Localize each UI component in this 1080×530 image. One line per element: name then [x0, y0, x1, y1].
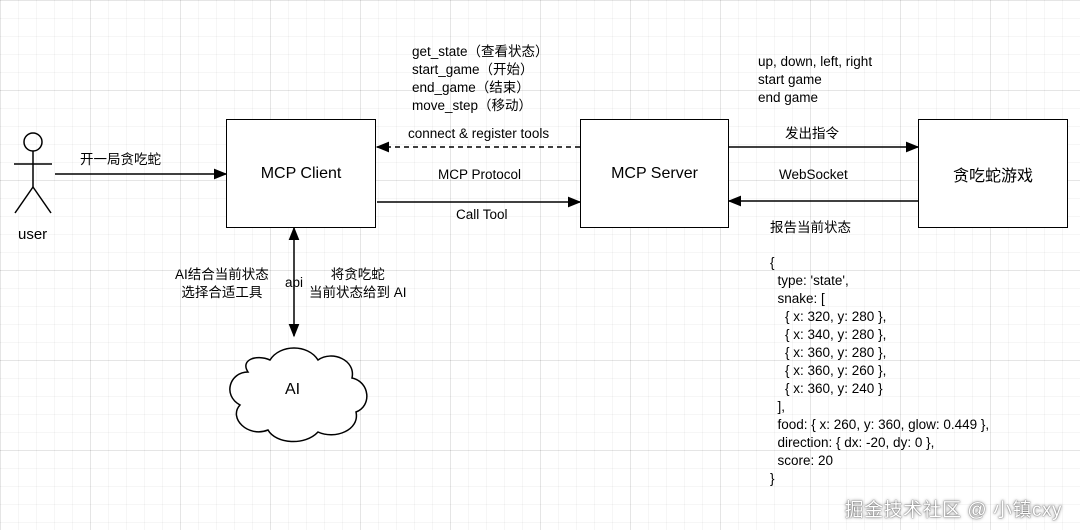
mcp-server-label: MCP Server	[611, 164, 698, 182]
mcp-protocol-label: MCP Protocol	[438, 167, 522, 182]
snake-game-node[interactable]: 贪吃蛇游戏	[918, 119, 1068, 228]
tool-item: end_game（结束）	[412, 80, 530, 95]
give-state-to-ai-label: 将贪吃蛇 当前状态给到 AI	[309, 267, 407, 300]
commands-label: up, down, left, right start game end gam…	[758, 54, 873, 105]
tool-item: move_step（移动）	[412, 98, 533, 113]
websocket-label: WebSocket	[779, 167, 848, 182]
report-state-title: 报告当前状态	[770, 220, 851, 235]
snake-game-label: 贪吃蛇游戏	[952, 167, 1033, 185]
ai-select-tool-label: AI结合当前状态 选择合适工具	[175, 267, 269, 300]
call-tool-label: Call Tool	[456, 207, 508, 222]
user-actor-icon	[14, 132, 52, 214]
tool-item: start_game（开始）	[412, 62, 534, 77]
mcp-client-node[interactable]: MCP Client	[226, 119, 376, 228]
state-json-block: { type: 'state', snake: [ { x: 320, y: 2…	[770, 255, 990, 486]
mcp-server-node[interactable]: MCP Server	[580, 119, 729, 228]
tool-item: get_state（查看状态）	[412, 44, 549, 59]
user-to-client-label: 开一局贪吃蛇	[80, 152, 161, 167]
mcp-client-label: MCP Client	[260, 164, 342, 182]
user-actor-label: user	[18, 226, 48, 243]
send-command-label: 发出指令	[785, 126, 839, 141]
api-label: api	[285, 275, 304, 290]
connect-register-label: connect & register tools	[408, 126, 550, 141]
ai-node-label: AI	[285, 381, 301, 398]
tool-list: get_state（查看状态） start_game（开始） end_game（…	[412, 43, 549, 115]
ai-cloud-shape	[229, 347, 368, 443]
watermark: 掘金技术社区 @ 小镇cxy	[844, 500, 1062, 521]
